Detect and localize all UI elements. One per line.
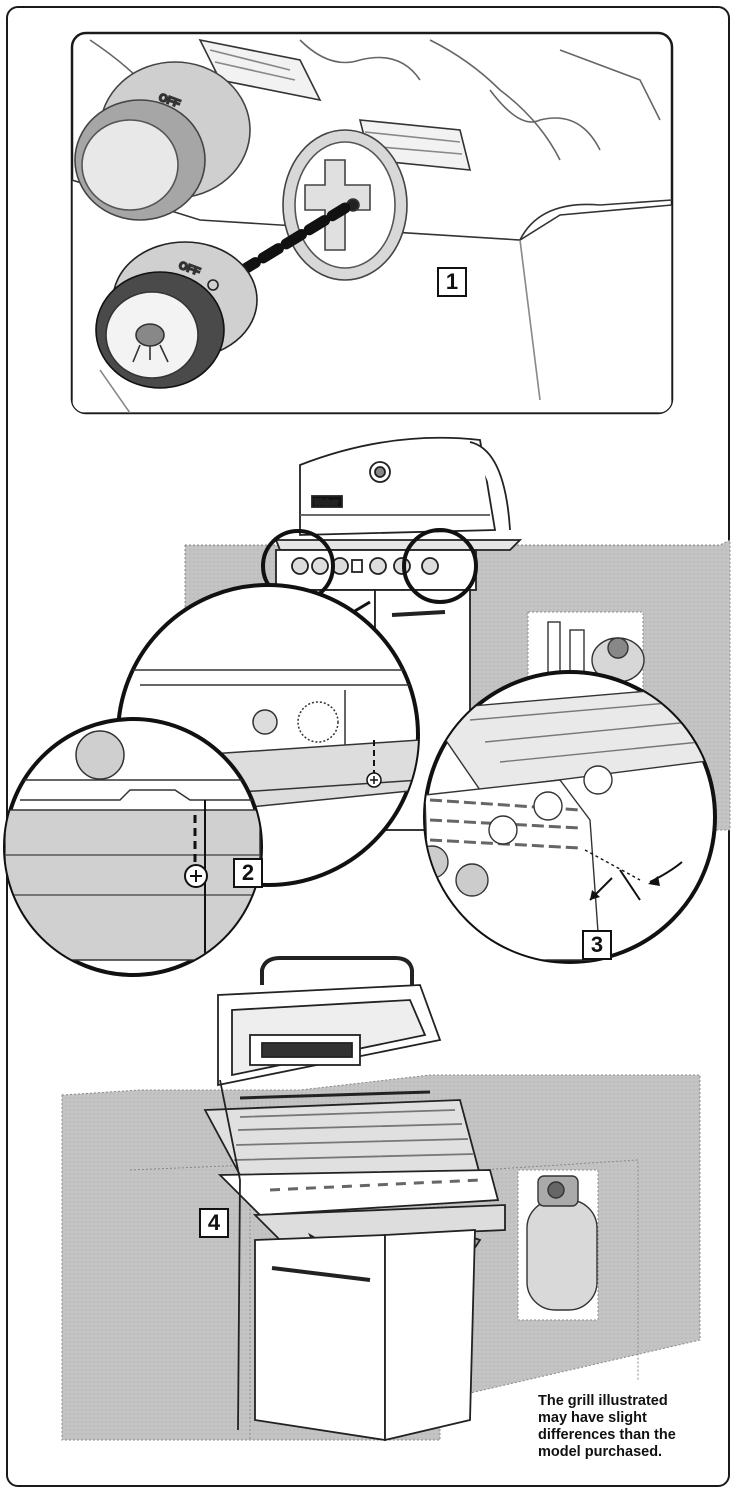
installed-knob: OFF <box>74 61 251 221</box>
step1-panel: OFF OFF <box>70 31 674 415</box>
screw-icon <box>366 772 382 788</box>
grill-brand-label: Weber <box>314 498 338 507</box>
note-line-2: may have slight <box>538 1410 647 1426</box>
magnifier-screw-detail <box>3 717 263 977</box>
step-number-2: 2 <box>233 858 263 888</box>
kettle-grill-icon <box>132 323 169 363</box>
propane-tank <box>526 1175 598 1311</box>
step4-scene <box>61 956 701 1442</box>
new-knob: OFF <box>95 241 258 389</box>
note-line-4: model purchased. <box>538 1444 663 1460</box>
step2-3-scene: Weber <box>3 436 731 977</box>
step-number-1: 1 <box>437 267 467 297</box>
disclaimer-note: The grill illustrated may have slight di… <box>538 1393 718 1461</box>
grill-open <box>203 956 506 1442</box>
screw-icon <box>184 864 208 888</box>
magnifier-panel-removal-detail <box>423 670 717 964</box>
note-line-1: The grill illustrated <box>538 1393 668 1409</box>
step-number-4: 4 <box>199 1208 229 1238</box>
zoom-ring-right <box>402 528 478 604</box>
note-line-3: differences than the <box>538 1427 676 1443</box>
step-number-3: 3 <box>582 930 612 960</box>
arrow-icon <box>589 861 683 901</box>
